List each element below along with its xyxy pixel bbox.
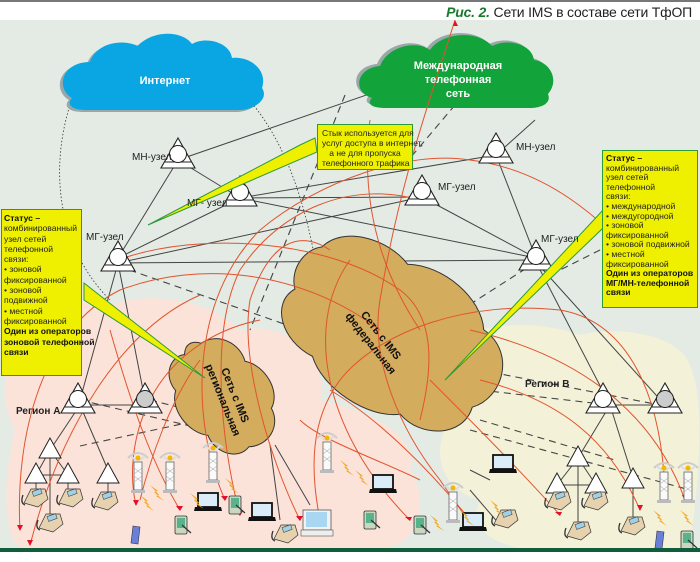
internet-label: Интернет bbox=[140, 75, 191, 87]
node-mg-center-right-label: МГ-узел bbox=[438, 182, 476, 193]
callout-line: а не для пропуска bbox=[329, 148, 401, 158]
node-mg-left-label: МГ-узел bbox=[86, 232, 124, 243]
callout-line: фиксированной bbox=[606, 229, 669, 240]
callout-heading: Статус – bbox=[606, 153, 643, 163]
node-mg-center-left-label: МГ- узел bbox=[187, 198, 228, 209]
top-rule bbox=[0, 0, 700, 2]
callout-line: Стык используется для bbox=[322, 128, 414, 138]
laptop-icon bbox=[488, 454, 518, 474]
callout-footer: Один из операторов bbox=[606, 268, 694, 279]
left-callout-pointer bbox=[83, 281, 206, 379]
callout-line: телефонной bbox=[4, 243, 54, 254]
callout-line: • междугородной bbox=[606, 210, 674, 221]
international-label-1: Международная bbox=[414, 60, 502, 72]
diagram-canvas: Интернет Международная телефонная сеть С… bbox=[0, 19, 700, 550]
callout-line: комбинированный bbox=[606, 162, 679, 173]
footer-rule bbox=[0, 548, 700, 552]
callout-footer: Один из операторов bbox=[4, 326, 92, 337]
callout-footer: связи bbox=[606, 287, 631, 298]
callout-line: • зоновой bbox=[4, 264, 42, 275]
callout-line: фиксированной bbox=[606, 258, 669, 269]
top-callout-pointer bbox=[147, 137, 318, 226]
callout-line: фиксированной bbox=[4, 274, 67, 285]
callout-line: комбинированный bbox=[4, 223, 77, 234]
figure-caption: Рис. 2. Сети IMS в составе сети ТфОП bbox=[446, 4, 692, 20]
callout-line: • зоновой bbox=[4, 285, 42, 296]
international-network-cloud bbox=[356, 33, 554, 108]
left-status-callout: Статус – комбинированный узел сетей теле… bbox=[1, 209, 95, 376]
callout-line: узел сетей bbox=[606, 172, 649, 183]
callout-line: • зоновой bbox=[606, 220, 644, 231]
international-label-2: телефонная bbox=[425, 74, 492, 86]
callout-line: • международной bbox=[606, 200, 676, 211]
top-callout: Стык используется для услуг доступа в ин… bbox=[317, 124, 423, 170]
region-a-label: Регион А bbox=[16, 406, 60, 417]
callout-line: • зоновой подвижной bbox=[606, 239, 690, 250]
node-mn-right-label: МН-узел bbox=[516, 142, 556, 153]
internet-cloud bbox=[59, 33, 264, 113]
network-diagram: Интернет Международная телефонная сеть С… bbox=[5, 19, 700, 550]
callout-line: связи: bbox=[4, 254, 29, 265]
callout-line: подвижной bbox=[4, 295, 48, 306]
figure-label: Рис. 2. bbox=[446, 4, 490, 20]
node-mn-right bbox=[478, 132, 514, 164]
ims-federal-cloud bbox=[281, 235, 503, 432]
callout-line: узел сетей bbox=[4, 233, 47, 244]
caption-bar: Рис. 2. Сети IMS в составе сети ТфОП bbox=[0, 2, 700, 20]
callout-line: телефонного трафика bbox=[322, 158, 410, 168]
callout-footer: связи bbox=[4, 346, 29, 357]
pda-icon bbox=[413, 515, 431, 535]
callout-footer: зоновой телефонной bbox=[4, 336, 95, 347]
laptop-icon bbox=[193, 492, 223, 512]
callout-line: • местной bbox=[606, 248, 645, 259]
callout-line: телефонной bbox=[606, 181, 656, 192]
callout-footer: МГ/МН-телефонной bbox=[606, 277, 690, 288]
international-label-3: сеть bbox=[446, 88, 470, 100]
node-mg-right-label: МГ-узел bbox=[541, 234, 579, 245]
node-mn-left-label: МН-узел bbox=[132, 152, 172, 163]
callout-line: связи: bbox=[606, 191, 631, 202]
laptop-icon bbox=[368, 474, 398, 494]
figure-title: Сети IMS в составе сети ТфОП bbox=[493, 4, 693, 20]
callout-line: фиксированной bbox=[4, 315, 67, 326]
callout-line: • местной bbox=[4, 305, 43, 316]
right-status-callout: Статус – комбинированный узел сетей теле… bbox=[602, 150, 698, 308]
node-mg-center-right bbox=[404, 174, 440, 206]
region-b-label: Регион В bbox=[525, 379, 569, 390]
laptop-icon bbox=[247, 502, 277, 522]
laptop-icon bbox=[458, 512, 488, 532]
callout-heading: Статус – bbox=[4, 213, 41, 223]
callout-line: услуг доступа в интернет, bbox=[322, 138, 423, 148]
pda-icon bbox=[680, 530, 698, 550]
desktop-computer-icon bbox=[300, 509, 334, 537]
